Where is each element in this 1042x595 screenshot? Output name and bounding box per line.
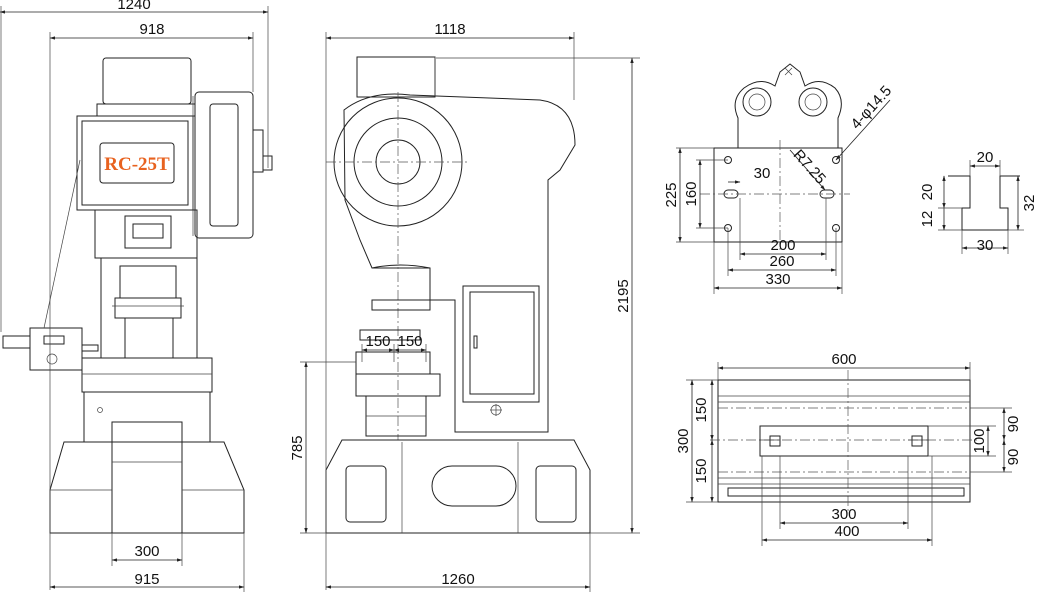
dim-slide-inner: 200 (770, 237, 795, 254)
dim-base-width: 915 (134, 571, 159, 588)
dim-band-bottom: 150 (693, 458, 710, 483)
dim-center-gap: 100 (971, 428, 988, 453)
bed-plan (686, 362, 1012, 546)
dim-band-top: 150 (693, 397, 710, 422)
dim-bed-opening: 300 (134, 543, 159, 560)
model-name: RC-25T (104, 154, 170, 175)
dim-slide-height-inner: 160 (683, 181, 700, 206)
dim-right-upper: 90 (1005, 416, 1022, 433)
dim-overall-width: 1240 (117, 0, 150, 13)
dim-slot-right: 150 (397, 333, 422, 350)
dim-bed-height: 785 (289, 435, 306, 460)
dim-side-depth: 1118 (434, 21, 465, 38)
dim-slide-outer: 330 (765, 271, 790, 288)
front-view (0, 6, 273, 592)
dim-overall-height: 2195 (615, 279, 632, 312)
model-nameplate (99, 142, 175, 184)
dim-body-width: 918 (139, 21, 164, 38)
dim-bed-depth: 300 (675, 428, 692, 453)
side-view (300, 32, 640, 592)
dim-opening-inner: 300 (831, 506, 856, 523)
t-slot-detail (938, 160, 1024, 254)
dim-side-base: 1260 (441, 571, 474, 588)
dim-tslot-lower: 20 (919, 184, 936, 201)
dim-slide-offset: 30 (754, 165, 771, 182)
dim-right-lower: 90 (1005, 449, 1022, 466)
dim-slot-left: 150 (365, 333, 390, 350)
slide-detail (676, 63, 891, 294)
radius-callout: R7.25 (790, 146, 829, 187)
dim-slide-mid: 260 (769, 253, 794, 270)
dim-opening-outer: 400 (834, 523, 859, 540)
dim-tslot-bottom: 30 (977, 237, 994, 254)
dim-slide-height-outer: 225 (663, 182, 680, 207)
dim-bed-width: 600 (831, 351, 856, 368)
dim-tslot-neck: 12 (919, 211, 936, 228)
dim-tslot-height: 32 (1021, 195, 1038, 212)
hole-callout: 4-φ14.5 (848, 82, 896, 132)
dim-tslot-top: 20 (977, 149, 994, 166)
